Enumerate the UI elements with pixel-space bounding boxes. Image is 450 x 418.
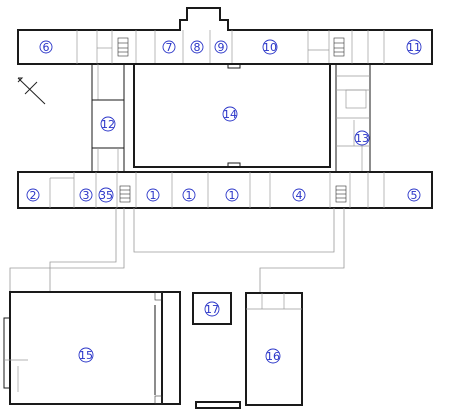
bottom-wing <box>17 171 433 209</box>
marker-label: 7 <box>166 41 173 54</box>
room-marker-3: 3 <box>79 188 93 202</box>
room-marker-9: 9 <box>214 40 228 54</box>
marker-ring <box>78 347 94 363</box>
marker-label: 1 <box>186 189 193 202</box>
room-marker-14: 14 <box>222 106 238 122</box>
marker-label: 14 <box>223 108 237 121</box>
marker-label: 4 <box>296 189 303 202</box>
marker-label: 5 <box>411 189 418 202</box>
room-marker-1: 1 <box>225 188 239 202</box>
marker-ring <box>354 130 370 146</box>
north-arrow-icon <box>17 77 46 105</box>
marker-ring <box>100 116 116 132</box>
outbuilding <box>195 401 241 409</box>
room-marker-12: 12 <box>100 116 116 132</box>
marker-label: 16 <box>266 350 280 363</box>
marker-ring <box>225 188 239 202</box>
room-marker-13: 13 <box>354 130 370 146</box>
marker-label: 35 <box>99 189 113 202</box>
room-marker-1: 1 <box>146 188 160 202</box>
room-marker-4: 4 <box>292 188 306 202</box>
marker-ring <box>292 188 306 202</box>
marker-ring <box>265 348 281 364</box>
building-15 <box>3 291 181 405</box>
marker-ring <box>39 40 53 54</box>
room-marker-8: 8 <box>190 40 204 54</box>
marker-ring <box>190 40 204 54</box>
marker-label: 9 <box>218 41 225 54</box>
marker-ring <box>98 187 114 203</box>
marker-ring <box>407 188 421 202</box>
marker-ring <box>406 39 422 55</box>
marker-label: 8 <box>194 41 201 54</box>
room-marker-16: 16 <box>265 348 281 364</box>
room-marker-1: 1 <box>182 188 196 202</box>
corridors <box>9 208 345 296</box>
marker-ring <box>214 40 228 54</box>
marker-ring <box>182 188 196 202</box>
marker-label: 15 <box>79 349 93 362</box>
room-marker-11: 11 <box>406 39 422 55</box>
marker-ring <box>204 301 220 317</box>
room-marker-7: 7 <box>162 40 176 54</box>
central-block <box>133 63 331 168</box>
marker-ring <box>262 39 278 55</box>
marker-label: 13 <box>355 132 369 145</box>
room-marker-6: 6 <box>39 40 53 54</box>
marker-label: 1 <box>150 189 157 202</box>
marker-label: 11 <box>407 41 421 54</box>
marker-label: 3 <box>83 189 90 202</box>
stairs-top <box>117 37 345 57</box>
marker-label: 1 <box>229 189 236 202</box>
marker-label: 2 <box>30 189 37 202</box>
room-marker-35: 35 <box>98 187 114 203</box>
room-marker-5: 5 <box>407 188 421 202</box>
top-wing <box>17 7 433 65</box>
marker-label: 12 <box>101 118 115 131</box>
marker-ring <box>26 188 40 202</box>
stairs-bottom <box>119 185 347 203</box>
marker-label: 6 <box>43 41 50 54</box>
room-marker-10: 10 <box>262 39 278 55</box>
room-marker-17: 17 <box>204 301 220 317</box>
marker-ring <box>79 188 93 202</box>
marker-ring <box>162 40 176 54</box>
building-17 <box>192 292 232 325</box>
right-connector <box>335 63 371 173</box>
marker-label: 10 <box>263 41 277 54</box>
marker-ring <box>222 106 238 122</box>
room-marker-15: 15 <box>78 347 94 363</box>
marker-label: 17 <box>205 303 219 316</box>
marker-ring <box>146 188 160 202</box>
room-marker-2: 2 <box>26 188 40 202</box>
